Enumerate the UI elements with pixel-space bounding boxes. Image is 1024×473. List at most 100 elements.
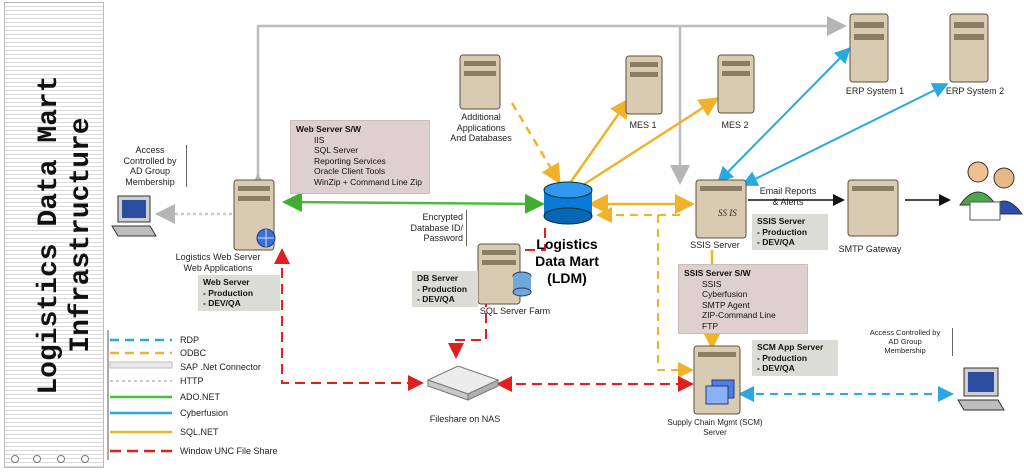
access-right-line: Membership [884, 346, 926, 355]
legend-odbc: ODBC [180, 348, 207, 358]
mes2-label: MES 2 [721, 120, 749, 130]
sap-connector-line [248, 24, 640, 193]
sqlnet-line [579, 97, 720, 189]
web-sw-box: Web Server S/W IIS SQL Server Reporting … [290, 120, 430, 194]
web-sw-item: SQL Server [314, 145, 359, 155]
scm-env-box: SCM App Server - Production - DEV/QA [752, 340, 838, 376]
access-left-line: Controlled by [123, 155, 177, 166]
env-line: - Production [757, 352, 808, 363]
bracket [466, 210, 467, 246]
env-line: - DEV/QA [203, 298, 241, 308]
env-line: - DEV/QA [417, 294, 455, 304]
access-left-line: AD Group [129, 166, 171, 176]
env-line: - Production [757, 226, 808, 237]
encrypted-line: Database ID/ [410, 222, 463, 233]
env-line: - Production [203, 287, 254, 298]
ssis-sw-item: ZIP-Command Line [702, 310, 776, 320]
ssis-sw-header: SSIS Server S/W [684, 268, 751, 278]
additional-apps-label: Additional Applications And Databases [436, 112, 526, 144]
web-sw-item: Oracle Client Tools [314, 166, 386, 176]
adonet-line [282, 192, 545, 214]
ssis-sw-item: SMTP Agent [702, 299, 750, 310]
access-left-line: Access [135, 145, 165, 155]
ldm-database-icon [543, 181, 593, 225]
encrypted-line: Encrypted [422, 212, 463, 222]
legend-cyberfusion: Cyberfusion [180, 408, 229, 418]
smtp-gateway-label: SMTP Gateway [838, 244, 902, 254]
ssis-server-icon [695, 179, 747, 239]
web-server-icon [233, 179, 276, 251]
email-line: & Alerts [772, 196, 804, 207]
mes1-label: MES 1 [629, 120, 657, 130]
binder-ring-icon [81, 455, 89, 463]
web-sw-header: Web Server S/W [296, 124, 362, 134]
server-icon [459, 54, 501, 110]
workstation-icon [111, 195, 157, 237]
ldm-line: (LDM) [547, 270, 587, 286]
ssis-sw-item: Cyberfusion [702, 289, 748, 299]
ssis-sw-item: FTP [702, 320, 719, 331]
env-line: Web Server [203, 277, 250, 287]
ssis-server-label: SSIS Server [690, 240, 740, 250]
odbc-line [510, 102, 561, 185]
title-panel: Logistics Data Mart Infrastructure [4, 2, 104, 468]
access-right-line: AD Group [888, 337, 922, 346]
env-line: - DEV/QA [757, 363, 795, 373]
legend-sqlnet: SQL.NET [180, 427, 219, 437]
erp1-server-icon [849, 13, 889, 83]
scm-line: Server [703, 428, 727, 437]
env-line: SCM App Server [757, 342, 824, 352]
ldm-label: Logistics Data Mart (LDM) [522, 236, 612, 287]
env-line: - Production [417, 283, 468, 294]
web-env-box: Web Server - Production - DEV/QA [198, 275, 280, 311]
env-line: DB Server [417, 273, 459, 283]
web-server-line: Logistics Web Server [175, 252, 261, 262]
encrypted-line: Password [423, 233, 463, 243]
binder-ring-icon [11, 455, 19, 463]
ssis-badge: SS IS [718, 208, 737, 218]
web-sw-item: WinZip + Command Line Zip [314, 176, 422, 187]
additional-apps-line: And Databases [450, 133, 512, 143]
sql-farm-server-icon [477, 243, 532, 305]
web-server-label: Logistics Web Server Web Applications [158, 252, 278, 273]
erp1-label: ERP System 1 [845, 86, 905, 96]
sqlnet-line [568, 97, 630, 184]
ssis-sw-item: SSIS [702, 278, 722, 289]
sql-farm-label: SQL Server Farm [479, 306, 551, 316]
fileshare-label: Fileshare on NAS [429, 414, 501, 424]
env-line: - DEV/QA [757, 237, 795, 247]
binder-ring-icon [57, 455, 65, 463]
access-left-line: Membership [125, 176, 175, 187]
db-env-box: DB Server - Production - DEV/QA [412, 271, 478, 307]
web-server-line: Web Applications [183, 262, 253, 273]
users-icon [959, 161, 1023, 221]
email-line: Email Reports [759, 186, 817, 196]
web-sw-item: Reporting Services [314, 155, 386, 166]
legend-unc: Window UNC File Share [180, 446, 278, 456]
ssis-env-box: SSIS Server - Production - DEV/QA [752, 214, 828, 250]
scm-server-icon [693, 345, 741, 415]
legend-http: HTTP [180, 376, 204, 386]
additional-apps-line: Additional [461, 112, 501, 122]
bracket [186, 145, 187, 187]
web-sw-item: IIS [314, 134, 325, 145]
legend-swatches [107, 330, 173, 460]
erp2-server-icon [949, 13, 989, 83]
nas-icon [426, 365, 500, 401]
odbc-line [657, 215, 694, 378]
bracket [952, 328, 953, 356]
mes2-server-icon [717, 54, 755, 114]
encrypted-label: Encrypted Database ID/ Password [405, 212, 463, 244]
scm-line: Supply Chain Mgmt (SCM) [667, 418, 763, 427]
unc-share-line [448, 228, 546, 359]
erp2-label: ERP System 2 [945, 86, 1005, 96]
mes1-server-icon [625, 55, 663, 115]
access-left-label: Access Controlled by AD Group Membership [115, 145, 185, 187]
legend-rdp: RDP [180, 335, 200, 345]
smtp-gateway-icon [847, 179, 899, 237]
legend-adonet: ADO.NET [180, 392, 221, 402]
ssis-sw-box: SSIS Server S/W SSIS Cyberfusion SMTP Ag… [678, 264, 808, 334]
unc-share-line [274, 248, 424, 391]
